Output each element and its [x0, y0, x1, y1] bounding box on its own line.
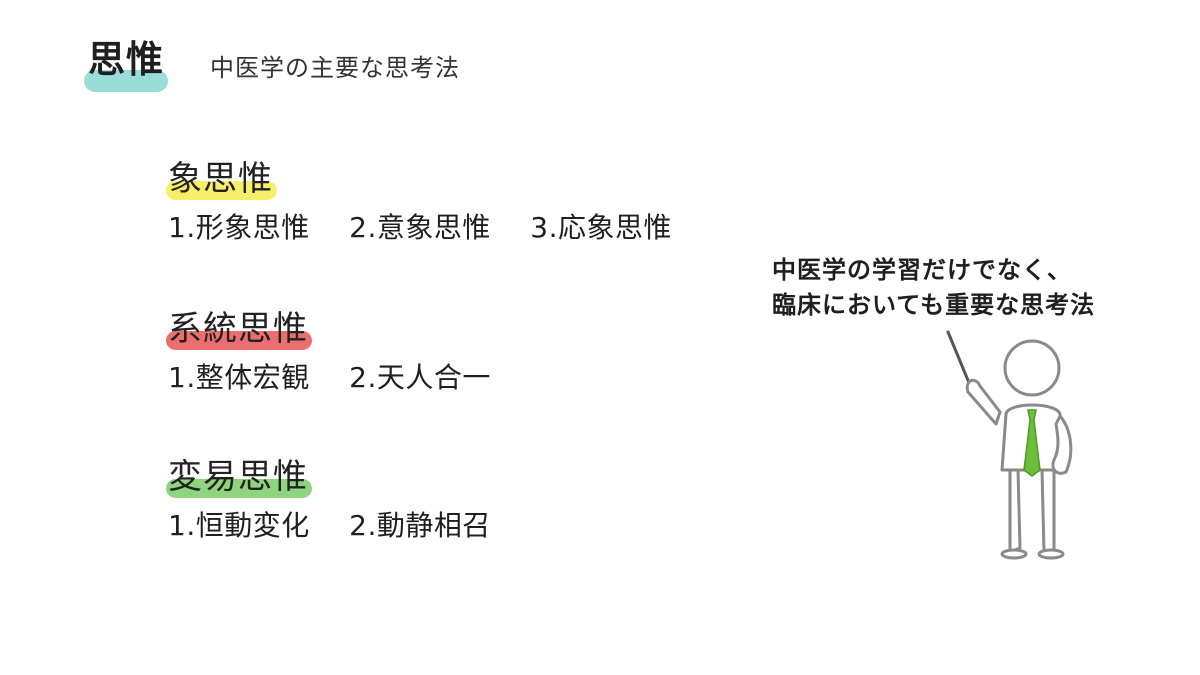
presenter-raised-arm	[965, 378, 1002, 426]
page-subtitle: 中医学の主要な思考法	[210, 54, 460, 82]
title-tag-highlight	[84, 70, 168, 92]
section-heading: 変易思惟	[168, 457, 308, 497]
section-heading: 象思惟	[168, 159, 273, 199]
speech-text: 中医学の学習だけでなく、 臨床においても重要な思考法	[772, 253, 1095, 323]
section-heading-highlight	[166, 479, 312, 499]
list-item: 2.意象思惟	[349, 211, 491, 245]
presenter-illustration	[946, 330, 1073, 560]
list-item: 2.天人合一	[349, 361, 491, 395]
presenter-tie	[1023, 409, 1041, 477]
section-keito-shii: 系統思惟 1.整体宏観 2.天人合一	[166, 309, 521, 395]
list-item: 2.動静相召	[349, 509, 491, 543]
list-item: 3.応象思惟	[530, 211, 672, 245]
section-heading: 系統思惟	[168, 309, 308, 349]
speech-line-1: 中医学の学習だけでなく、	[772, 256, 1072, 284]
section-items: 1.形象思惟 2.意象思惟 3.応象思惟	[168, 211, 702, 245]
presenter-right-leg	[1040, 468, 1056, 554]
list-item: 1.恒動変化	[168, 509, 310, 543]
section-heneki-shii: 変易思惟 1.恒動変化 2.動静相召	[166, 457, 521, 543]
list-item: 1.形象思惟	[168, 211, 310, 245]
presenter-right-foot	[1037, 548, 1065, 560]
section-heading-wrap: 象思惟	[166, 159, 277, 201]
section-heading-highlight	[166, 331, 312, 351]
section-sho-shii: 象思惟 1.形象思惟 2.意象思惟 3.応象思惟	[166, 159, 702, 245]
title-tag: 思惟	[88, 38, 164, 81]
section-heading-highlight	[166, 181, 277, 201]
section-heading-wrap: 系統思惟	[166, 309, 312, 351]
speech-line-2: 臨床においても重要な思考法	[772, 290, 1096, 319]
section-items: 1.整体宏観 2.天人合一	[168, 361, 521, 395]
section-heading-wrap: 変易思惟	[166, 457, 312, 499]
list-item: 1.整体宏観	[168, 361, 310, 395]
section-items: 1.恒動変化 2.動静相召	[168, 509, 521, 543]
presenter-left-leg	[1008, 468, 1022, 554]
presenter-head	[1003, 339, 1061, 397]
pointer-stick	[946, 330, 974, 392]
presenter-left-foot	[1000, 548, 1028, 560]
